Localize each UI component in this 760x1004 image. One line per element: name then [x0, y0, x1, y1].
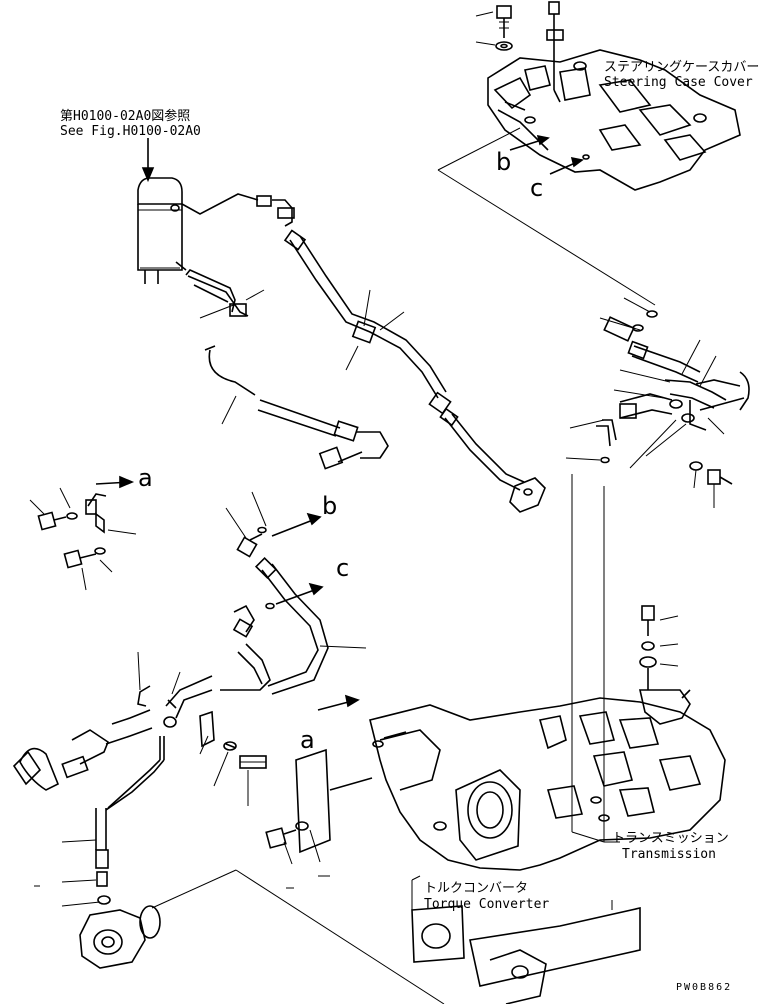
transmission-guide-lines [571, 474, 620, 843]
pump [79, 869, 445, 1004]
transmission-housing [369, 697, 726, 871]
ref-letter-c-mid: c [336, 554, 350, 582]
cover-bolt [475, 5, 513, 51]
cover-guide-lines [437, 127, 656, 306]
callout-leaders [34, 289, 725, 910]
left-bolts [29, 475, 137, 591]
transmission-label-ja: トランスミッション [612, 831, 729, 846]
ref-letter-b-mid: b [322, 492, 338, 520]
ref-letter-b-top: b [496, 148, 512, 176]
transmission-label-en: Transmission [622, 847, 716, 862]
ref-letter-a-lower: a [300, 726, 315, 754]
steering-feed-tube [283, 229, 546, 513]
torque-converter-lower [411, 875, 641, 1004]
lube-line-assembly [12, 512, 329, 887]
ref-letter-a-left: a [138, 464, 153, 492]
transmission-bolt-stack [638, 605, 691, 725]
ref-letter-c-top: c [530, 174, 544, 202]
steering-case-cover-label-ja: ステアリングケースカバー [604, 60, 760, 75]
torque-converter-label-en: Torque Converter [424, 897, 550, 912]
cover-stud [546, 1, 564, 103]
cover-ref-arrows [509, 134, 590, 175]
steering-case-cover-label-en: Steering Case Cover [604, 75, 753, 90]
converter-bracket [265, 694, 407, 854]
filter-reference-label-ja: 第H0100-02A0図参照 [60, 109, 191, 124]
filter-reference-label-en: See Fig.H0100-02A0 [60, 124, 201, 139]
oil-filter [137, 138, 187, 284]
right-fittings [596, 310, 750, 508]
filter-upper-line [181, 193, 295, 227]
figure-code: PW0B862 [676, 982, 733, 993]
filter-lower-hose [185, 269, 389, 470]
torque-converter-label-ja: トルクコンバータ [424, 881, 529, 896]
